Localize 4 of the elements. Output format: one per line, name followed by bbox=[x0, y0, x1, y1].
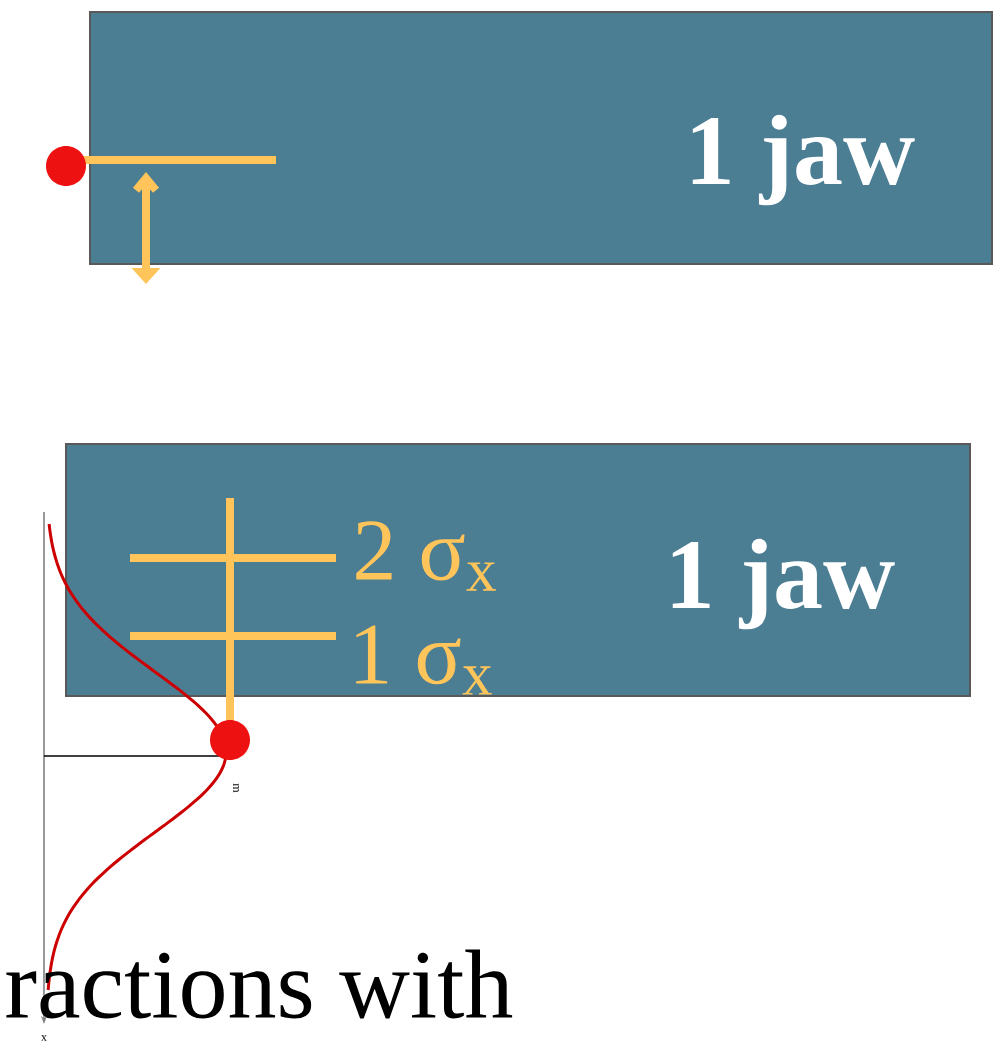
label-text: ractions with bbox=[6, 949, 513, 1019]
label-text: 2 σ$_{x}$ bbox=[356, 521, 496, 591]
jaw-block: 1 jaw bbox=[89, 11, 993, 265]
label-text: 1 σ$_{x}$ bbox=[356, 625, 492, 695]
